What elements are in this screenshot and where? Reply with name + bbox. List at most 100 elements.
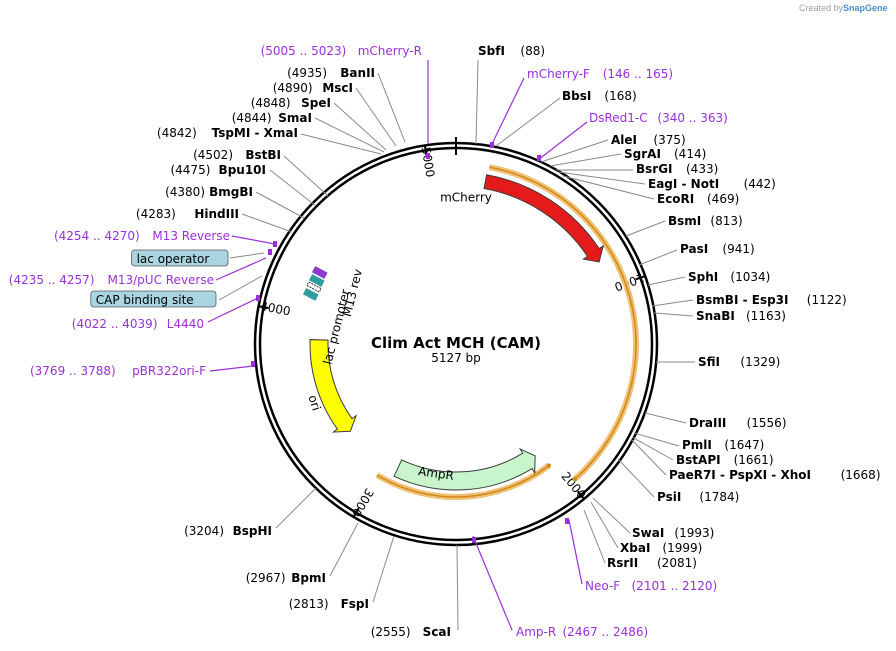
mcherry-feature[interactable] <box>483 174 605 263</box>
site-bbsi-name[interactable]: BbsI <box>562 89 591 103</box>
site-sbfi-pos: (88) <box>520 44 545 58</box>
site-bsphi-leader <box>275 487 317 529</box>
primer-site-marker <box>537 155 541 161</box>
site-mcherry-f-pos: (146 .. 165) <box>603 67 673 81</box>
site-fspi-pos: (2813) <box>289 597 329 611</box>
site-tspmi-xmai-leader <box>300 133 382 155</box>
site-neo-f-name[interactable]: Neo-F <box>585 579 620 593</box>
site-amp-r-name[interactable]: Amp-R <box>516 625 556 639</box>
site-ecori-pos: (469) <box>707 192 739 206</box>
site-lac-operator-leader <box>229 252 265 259</box>
site-snabi-name[interactable]: SnaBI <box>696 309 735 323</box>
site-sgrai-name[interactable]: SgrAI <box>624 147 661 161</box>
site-draiii-pos: (1556) <box>747 416 787 430</box>
site-bpmi-pos: (2967) <box>246 571 286 585</box>
orf-arc <box>489 166 637 480</box>
site-pbr322ori-f-name[interactable]: pBR322ori-F <box>132 364 206 378</box>
site-lac-operator-name: lac operator <box>137 252 210 266</box>
site-tspmi-xmai-pos: (4842) <box>157 126 197 140</box>
plasmid-length: 5127 bp <box>431 351 481 365</box>
site-alei-leader <box>540 139 609 163</box>
ori-label: ori <box>305 393 323 412</box>
site-scai-name[interactable]: ScaI <box>423 625 451 639</box>
site-sphi-pos: (1034) <box>730 270 770 284</box>
site-swai-name[interactable]: SwaI <box>632 526 664 540</box>
site-psii-name[interactable]: PsiI <box>657 490 681 504</box>
site-m13-reverse-pos: (4254 .. 4270) <box>54 229 140 243</box>
site-fspi-name[interactable]: FspI <box>341 597 369 611</box>
site-l4440-pos: (4022 .. 4039) <box>72 317 158 331</box>
site-bmgbi-name[interactable]: BmgBI <box>209 185 253 199</box>
site-m13-reverse-name[interactable]: M13 Reverse <box>152 229 230 243</box>
site-smai-pos: (4844) <box>232 111 272 125</box>
cap-site-feature[interactable] <box>302 288 319 301</box>
site-bsrgi-name[interactable]: BsrGI <box>636 162 673 176</box>
site-mcherry-f-name[interactable]: mCherry-F <box>527 67 590 81</box>
site-hindiii-name[interactable]: HindIII <box>194 207 239 221</box>
site-bsmbi-esp3i-leader <box>651 299 694 307</box>
lac-promoter-block[interactable] <box>306 281 322 293</box>
site-pasi-pos: (941) <box>722 242 754 256</box>
site-l4440-name[interactable]: L4440 <box>167 317 204 331</box>
site-bpmi-name[interactable]: BpmI <box>291 571 326 585</box>
site-labels[interactable]: SbfI (88) mCherry-F (146 .. 165) BbsI (168) Ds… <box>9 44 881 639</box>
site-sgrai-leader <box>549 153 622 167</box>
site-msci-leader <box>355 87 397 147</box>
site-l4440-leader <box>207 297 259 323</box>
tick-3000 <box>352 507 360 519</box>
site-xbai-name[interactable]: XbaI <box>620 541 650 555</box>
site-spei-name[interactable]: SpeI <box>301 96 331 110</box>
primer-site-marker <box>273 241 277 247</box>
site-snabi-leader <box>653 312 694 317</box>
site-ecori-name[interactable]: EcoRI <box>657 192 694 206</box>
site-msci-name[interactable]: MscI <box>322 81 353 95</box>
site-msci-pos: (4890) <box>273 81 313 95</box>
site-bpu10i-name[interactable]: Bpu10I <box>219 163 266 177</box>
site-sbfi-name[interactable]: SbfI <box>478 44 505 58</box>
site-bsrgi-pos: (433) <box>686 162 718 176</box>
site-mcherry-r-name[interactable]: mCherry-R <box>358 44 422 58</box>
site-eagi-noti-pos: (442) <box>744 177 776 191</box>
m13-rev-feature[interactable] <box>311 266 328 279</box>
lac-operator-feature[interactable] <box>308 274 325 287</box>
site-tspmi-xmai-name[interactable]: TspMI - XmaI <box>212 126 298 140</box>
site-bsmbi-esp3i-name[interactable]: BsmBI - Esp3I <box>696 293 788 307</box>
primer-site-marker <box>256 295 260 301</box>
site-m13-reverse-leader <box>231 235 276 245</box>
site-ecori-leader <box>562 175 655 200</box>
site-bpu10i-pos: (4475) <box>170 163 210 177</box>
site-dsred1-c-name[interactable]: DsRed1-C <box>589 111 648 125</box>
site-rsrii-pos: (2081) <box>657 556 697 570</box>
credit-prefix: Created by <box>799 3 844 13</box>
label-leaders <box>207 59 695 631</box>
site-bsmi-name[interactable]: BsmI <box>668 214 701 228</box>
site-draiii-name[interactable]: DraIII <box>689 416 726 430</box>
site-sfii-name[interactable]: SfiI <box>698 355 720 369</box>
site-hindiii-pos: (4283) <box>136 207 176 221</box>
site-banii-name[interactable]: BanII <box>340 66 375 80</box>
site-scai-pos: (2555) <box>371 625 411 639</box>
site-paer7i-pspxi-xhoi-name[interactable]: PaeR7I - PspXI - XhoI <box>669 468 811 482</box>
site-alei-name[interactable]: AleI <box>611 133 637 147</box>
site-bstapi-name[interactable]: BstAPI <box>676 453 721 467</box>
snapgene-brand: SnapGene <box>843 3 888 13</box>
site-pasi-leader <box>638 249 678 266</box>
tick-label-3000: 3000 <box>349 486 377 519</box>
ori-feature[interactable] <box>309 339 358 433</box>
site-sphi-name[interactable]: SphI <box>688 270 718 284</box>
site-m13-puc-reverse-name[interactable]: M13/pUC Reverse <box>108 273 215 287</box>
site-eagi-noti-name[interactable]: EagI - NotI <box>648 177 719 191</box>
site-bsphi-name[interactable]: BspHI <box>233 524 272 538</box>
site-cap-binding-site-box[interactable] <box>90 290 217 308</box>
site-pmli-name[interactable]: PmlI <box>682 438 712 452</box>
orf-arc-end <box>572 476 578 482</box>
ampr-feature[interactable] <box>393 447 536 491</box>
site-bstbi-name[interactable]: BstBI <box>245 148 281 162</box>
site-smai-name[interactable]: SmaI <box>278 111 312 125</box>
site-lac-operator-box[interactable] <box>131 249 229 267</box>
site-bbsi-pos: (168) <box>604 89 636 103</box>
site-pasi-name[interactable]: PasI <box>680 242 708 256</box>
site-rsrii-name[interactable]: RsrII <box>607 556 638 570</box>
site-bstapi-leader <box>631 436 674 461</box>
